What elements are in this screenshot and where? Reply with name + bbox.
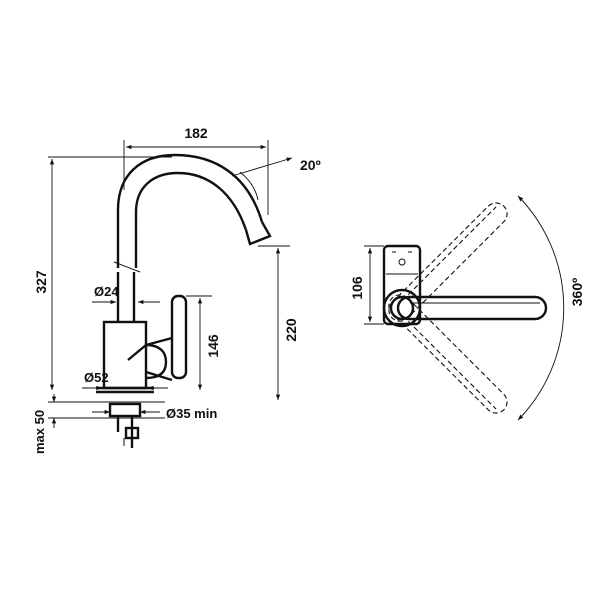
spout-neck [116, 272, 136, 322]
spout-height-label: 220 [283, 318, 299, 342]
break-line [113, 261, 141, 273]
spout-diameter-label: Ø24 [94, 284, 119, 299]
mounting-nut [108, 402, 142, 418]
dim-spout-angle: 20º [231, 157, 321, 201]
top-width-label: 106 [349, 276, 365, 300]
dim-spout-height: 220 [258, 245, 299, 400]
lever-handle [170, 294, 188, 380]
max-thickness-label: max 50 [32, 410, 47, 454]
dim-spout-reach: 182 [123, 125, 269, 215]
rotation-label: 360º [569, 278, 585, 306]
rotated-position-upper [388, 202, 508, 322]
base-diameter-label: Ø52 [84, 370, 109, 385]
top-base-circle [382, 288, 422, 328]
rotated-position-lower [388, 294, 508, 414]
dim-max-thickness: max 50 [32, 394, 57, 454]
dim-spout-diameter: Ø24 [92, 284, 160, 305]
dim-top-width: 106 [349, 245, 384, 325]
faucet-body [102, 320, 148, 390]
hose-connector [124, 426, 140, 440]
top-lever-hub [389, 295, 415, 321]
top-lever [396, 295, 548, 321]
spout-reach-label: 182 [184, 125, 208, 141]
top-view [382, 202, 548, 414]
lever-hub [145, 343, 168, 380]
spout-tip [244, 221, 272, 246]
dim-base-diameter: Ø52 [82, 370, 168, 391]
spout-inner-edge [134, 171, 248, 268]
aerator-point [398, 258, 406, 266]
spout-outer-edge [116, 153, 264, 268]
dim-lever-height: 146 [186, 295, 221, 390]
top-body [382, 244, 422, 326]
dim-rotation: 360º [517, 195, 585, 421]
dim-hole-diameter: Ø35 min [92, 406, 217, 421]
hole-diameter-label: Ø35 min [166, 406, 217, 421]
total-height-label: 327 [33, 270, 49, 294]
spout-angle-label: 20º [300, 157, 321, 173]
side-view [48, 153, 272, 448]
lever-height-label: 146 [205, 334, 221, 358]
dim-total-height: 327 [33, 156, 172, 390]
